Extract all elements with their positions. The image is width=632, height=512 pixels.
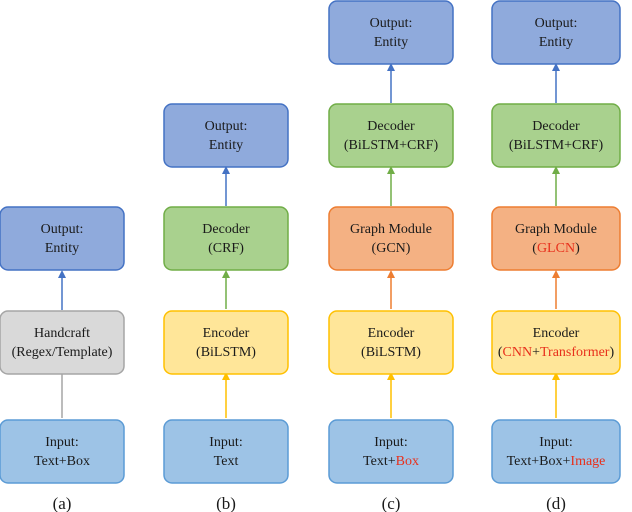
handcraft-box: Handcraft (Regex/Template) [0, 310, 125, 375]
encoder-label: Encoder [368, 326, 415, 341]
decoder-detail: (BiLSTM+CRF) [344, 138, 439, 153]
input-value: Text+Box [363, 454, 419, 469]
graph-module-box: Graph Module (GCN) [328, 206, 454, 271]
decoder-detail: (BiLSTM+CRF) [509, 138, 604, 153]
output-label: Output: [205, 119, 248, 134]
decoder-box: Decoder (BiLSTM+CRF) [491, 103, 621, 168]
highlight-glcn: GLCN [537, 241, 575, 256]
input-label: Input: [539, 435, 572, 450]
input-box: Input: Text+Box+Image [491, 419, 621, 484]
output-box: Output: Entity [328, 0, 454, 65]
decoder-label: Decoder [532, 119, 580, 134]
diagram-b: Output: Entity Decoder (CRF) Encoder (Bi… [163, 103, 289, 512]
graph-module-label: Graph Module [350, 222, 432, 237]
input-label: Input: [209, 435, 242, 450]
caption-a: (a) [53, 494, 72, 512]
output-value: Entity [374, 35, 408, 50]
input-box: Input: Text+Box [328, 419, 454, 484]
input-box: Input: Text [163, 419, 289, 484]
encoder-detail: (BiLSTM) [361, 345, 421, 360]
output-box: Output: Entity [163, 103, 289, 168]
caption-d: (d) [546, 494, 566, 512]
highlight-image: Image [570, 454, 605, 469]
graph-module-box: Graph Module (GLCN) [491, 206, 621, 271]
input-box: Input: Text+Box [0, 419, 125, 484]
input-value: Text+Box [34, 454, 90, 469]
highlight-transformer: Transformer [540, 345, 610, 360]
encoder-box: Encoder (CNN+Transformer) [491, 310, 621, 375]
encoder-box: Encoder (BiLSTM) [163, 310, 289, 375]
encoder-label: Encoder [533, 326, 580, 341]
input-value: Text [214, 454, 239, 469]
decoder-detail: (CRF) [208, 241, 244, 256]
output-label: Output: [370, 16, 413, 31]
caption-c: (c) [382, 494, 401, 512]
output-box: Output: Entity [0, 206, 125, 271]
graph-module-label: Graph Module [515, 222, 597, 237]
highlight-cnn: CNN [503, 345, 533, 360]
encoder-label: Encoder [203, 326, 250, 341]
encoder-detail: (BiLSTM) [196, 345, 256, 360]
diagram-c: Output: Entity Decoder (BiLSTM+CRF) Grap… [328, 0, 454, 512]
handcraft-label: Handcraft [34, 326, 90, 341]
graph-module-detail: (GLCN) [532, 241, 580, 256]
diagram-d: Output: Entity Decoder (BiLSTM+CRF) Grap… [491, 0, 621, 512]
decoder-label: Decoder [367, 119, 415, 134]
output-box: Output: Entity [491, 0, 621, 65]
decoder-label: Decoder [202, 222, 250, 237]
output-value: Entity [209, 138, 243, 153]
decoder-box: Decoder (CRF) [163, 206, 289, 271]
output-value: Entity [45, 241, 79, 256]
output-label: Output: [41, 222, 84, 237]
decoder-box: Decoder (BiLSTM+CRF) [328, 103, 454, 168]
caption-b: (b) [216, 494, 236, 512]
input-label: Input: [45, 435, 78, 450]
diagram-a: Output: Entity Handcraft (Regex/Template… [0, 206, 125, 512]
output-label: Output: [535, 16, 578, 31]
graph-module-detail: (GCN) [372, 241, 411, 256]
input-value: Text+Box+Image [507, 454, 606, 469]
handcraft-detail: (Regex/Template) [12, 345, 113, 360]
highlight-box: Box [396, 454, 419, 469]
encoder-detail: (CNN+Transformer) [498, 345, 615, 360]
input-label: Input: [374, 435, 407, 450]
encoder-box: Encoder (BiLSTM) [328, 310, 454, 375]
output-value: Entity [539, 35, 573, 50]
